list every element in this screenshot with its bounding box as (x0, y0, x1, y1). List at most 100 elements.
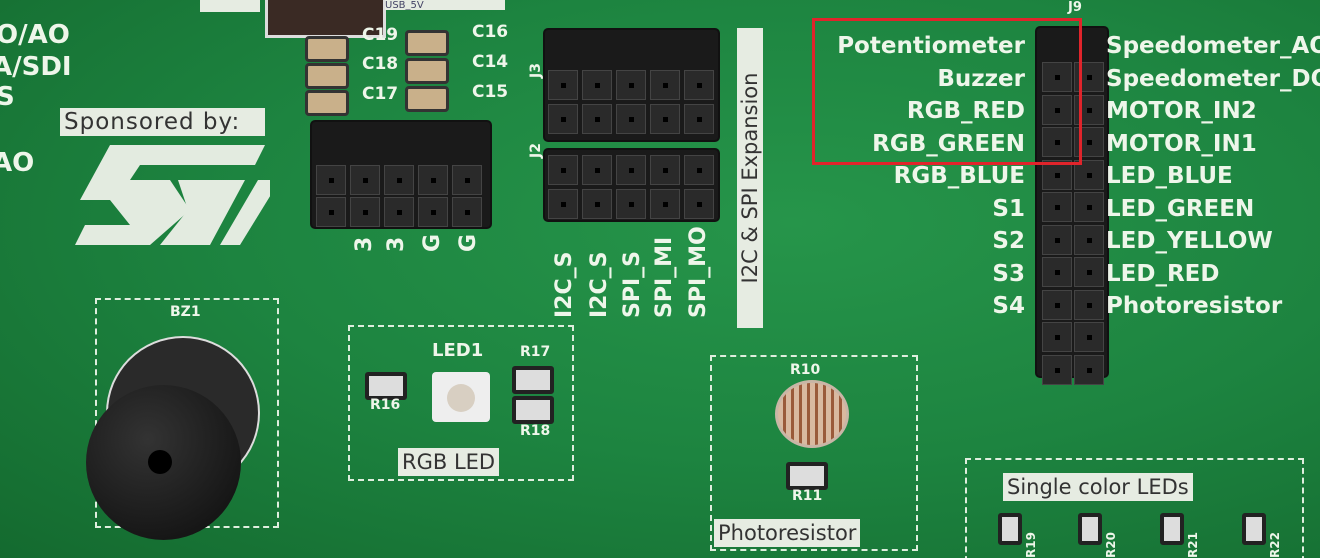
buzzer-hole (148, 450, 172, 474)
header-pin (548, 104, 578, 134)
header-pin (452, 197, 482, 227)
header-pin (616, 155, 646, 185)
header-pin (316, 165, 346, 195)
j9-label: J9 (1068, 0, 1082, 15)
capacitor (305, 63, 349, 89)
resistor (998, 513, 1022, 545)
j9-left-label: RGB_RED (906, 98, 1025, 124)
resistor (512, 366, 554, 394)
photoresistor-outline (710, 355, 918, 551)
header-pin (384, 165, 414, 195)
header-pin (1074, 224, 1104, 255)
header-pin (1074, 354, 1104, 385)
header-pin (1042, 62, 1072, 92)
resistor-label: R22 (1268, 532, 1282, 558)
resistor-label: R21 (1186, 532, 1200, 558)
pin-label: I2C_S (587, 251, 612, 318)
capacitor-label: C18 (362, 54, 399, 74)
header-pin (1042, 94, 1072, 125)
rgb-led-outline (348, 325, 574, 481)
header-pin (1042, 257, 1072, 287)
capacitor (405, 86, 449, 112)
resistor-label: R20 (1104, 532, 1118, 558)
header-pin (650, 189, 680, 219)
resistor-label: R16 (370, 397, 401, 413)
edge-label: AO (0, 148, 35, 178)
j9-left-label: S1 (992, 195, 1025, 222)
header-pin (548, 155, 578, 185)
buzzer-label: BZ1 (170, 304, 201, 320)
j9-left-label: Potentiometer (837, 33, 1025, 59)
resistor (1160, 513, 1184, 545)
header-pin (1074, 159, 1104, 190)
resistor-label: R18 (520, 423, 551, 439)
resistor (1078, 513, 1102, 545)
j9-right-label: LED_YELLOW (1106, 228, 1273, 254)
j9-left-label: RGB_BLUE (893, 163, 1025, 189)
resistor-label: R11 (792, 488, 823, 504)
capacitor (305, 90, 349, 116)
header-pin (650, 155, 680, 185)
photoresistor (775, 380, 849, 448)
pin-label: 3 (352, 236, 377, 252)
header-pin (1042, 127, 1072, 157)
header-pin (1042, 322, 1072, 352)
edge-label: A/SDI (0, 52, 72, 82)
header-pin (1042, 354, 1072, 385)
capacitor (305, 36, 349, 62)
rgb-led (432, 372, 490, 422)
header-pin (582, 155, 612, 185)
capacitor-label: C15 (472, 82, 509, 102)
j9-right-label: Photoresistor (1106, 293, 1283, 319)
header-pin (1074, 192, 1104, 222)
usb-label-plate: USB_5V (385, 0, 505, 10)
edge-label: S (0, 82, 15, 112)
header-pin (616, 70, 646, 100)
edge-label: O/AO (0, 20, 70, 50)
pin-label: SPI_MO (686, 226, 711, 318)
header-pin (350, 165, 380, 195)
pin-label: SPI_S (620, 251, 645, 318)
header-pin (418, 197, 448, 227)
pin-label: 3 (384, 236, 409, 252)
header-pin (650, 70, 680, 100)
header-pin (650, 104, 680, 134)
capacitor (405, 30, 449, 56)
pin-label: SPI_MI (652, 236, 677, 318)
header-pin (684, 189, 714, 219)
photoresistor-title: Photoresistor (714, 519, 861, 547)
header-pin (452, 165, 482, 195)
st-logo (75, 145, 270, 245)
header-pin (1074, 322, 1104, 352)
j9-right-label: LED_BLUE (1106, 163, 1233, 189)
rgb-led-title: RGB LED (398, 448, 500, 476)
j9-left-label: RGB_GREEN (872, 130, 1025, 157)
j9-right-label: LED_RED (1106, 260, 1220, 287)
j9-right-label: LED_GREEN (1106, 195, 1255, 222)
usb-label: USB_5V (385, 0, 424, 10)
j9-right-label: MOTOR_IN1 (1106, 130, 1257, 157)
header-pin (548, 189, 578, 219)
j2-label: J2 (528, 143, 544, 158)
j9-right-label: Speedometer_AO (1106, 33, 1320, 59)
j9-left-label: S3 (992, 260, 1025, 287)
header-pin (684, 155, 714, 185)
header-pin (582, 189, 612, 219)
resistor (512, 396, 554, 424)
header-pin (350, 197, 380, 227)
header-pin (418, 165, 448, 195)
header-pin (384, 197, 414, 227)
pin-label: I2C_S (552, 251, 577, 318)
resistor-label: R19 (1024, 532, 1038, 558)
sponsor-text: Sponsored by: (60, 108, 265, 136)
highlight-box (812, 18, 1082, 165)
j9-right-label: Speedometer_DO (1106, 65, 1320, 92)
pin-label: G (456, 233, 481, 252)
resistor-label: R10 (790, 362, 821, 378)
capacitor-label: C14 (472, 52, 509, 72)
j9-left-label: Buzzer (937, 65, 1025, 92)
resistor (786, 462, 828, 490)
header-pin (616, 104, 646, 134)
header-pin (548, 70, 578, 100)
